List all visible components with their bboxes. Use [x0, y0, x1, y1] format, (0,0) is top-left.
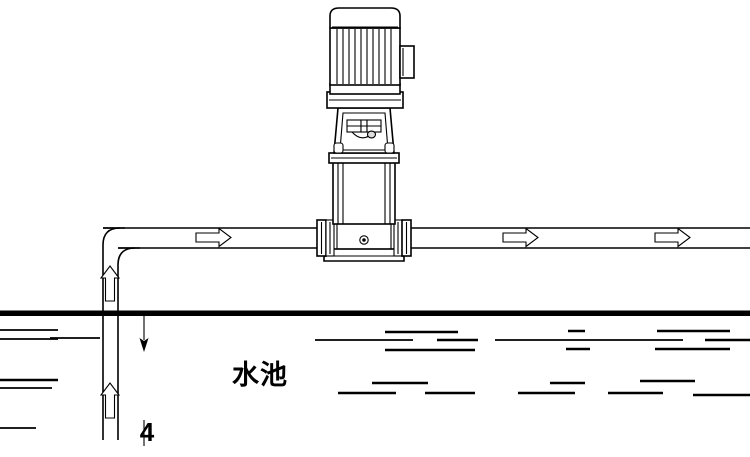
terminal-box — [399, 45, 415, 79]
depth-value: 4 — [139, 416, 155, 447]
motor-cooling-fins — [336, 29, 392, 84]
flow-arrow-right-1 — [195, 227, 232, 248]
flow-arrow-right-3 — [654, 227, 691, 248]
flow-arrow-up-1 — [99, 265, 121, 302]
depth-dimension-line — [139, 316, 149, 446]
horizontal-discharge-pipe — [103, 227, 750, 249]
electric-motor — [329, 7, 401, 95]
vertical-suction-pipe — [102, 227, 140, 440]
pump-top-flange — [328, 152, 400, 164]
flow-arrow-right-2 — [502, 227, 539, 248]
pump-column — [332, 161, 396, 225]
water-surface-line — [0, 310, 750, 316]
flow-arrow-up-2 — [99, 382, 121, 419]
water-ripples-right — [315, 329, 750, 397]
pump-lower-chamber — [332, 221, 396, 250]
depth-label: 4 米 — [130, 364, 164, 457]
coupling-guard — [333, 107, 395, 154]
pool-label: 水池 — [232, 360, 288, 390]
pump-base — [323, 247, 405, 262]
water-ripples-left — [0, 329, 100, 429]
suction-flange — [316, 219, 335, 257]
discharge-flange — [393, 219, 412, 257]
